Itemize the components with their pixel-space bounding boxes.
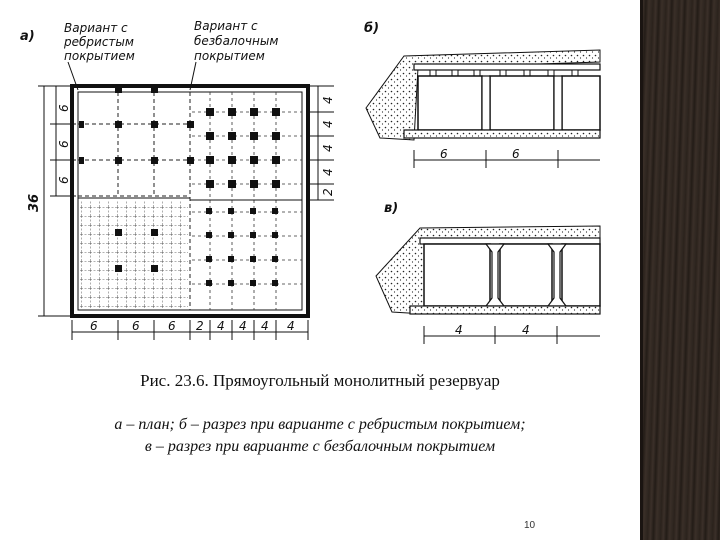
decorative-side-strip: [640, 0, 720, 540]
plan-bottom-dim-5: 4: [217, 319, 225, 333]
section-c-dim-1: 4: [455, 323, 463, 337]
caption-line-1: а – план; б – разрез при варианте с ребр…: [114, 416, 526, 433]
plan-right-dim-4: 4: [321, 168, 335, 176]
plan-bottom-dim-6: 4: [239, 319, 247, 333]
plan-right-dim-1: 4: [321, 96, 335, 104]
figure-caption-body: а – план; б – разрез при варианте с ребр…: [0, 414, 640, 458]
plan-right-dim-5: 2: [321, 188, 335, 196]
label-ribbed-line2: ребристым: [63, 35, 134, 49]
figure-drawing: а) Вариант с ребристым покрытием Вариант…: [20, 19, 601, 344]
label-flat-line3: покрытием: [194, 49, 265, 63]
panel-c-letter: в): [384, 201, 398, 216]
panel-a-letter: а): [20, 29, 35, 44]
plan-right-dim-2: 4: [321, 120, 335, 128]
plan-right-dim-3: 4: [321, 144, 335, 152]
plan-overall-dim-label: 36: [27, 194, 42, 212]
section-c: [375, 225, 601, 344]
plan-bottom-dim-1: 6: [90, 319, 98, 333]
plan-left-dim-3: 6: [57, 176, 71, 184]
caption-line-2: в – разрез при варианте с безбалочным по…: [144, 438, 496, 455]
section-c-dim-2: 4: [522, 323, 530, 337]
label-ribbed-line3: покрытием: [64, 49, 135, 63]
plan-outline: [70, 84, 310, 318]
plan-bottom-dim-8: 4: [287, 319, 295, 333]
plan-bottom-dim-3: 6: [168, 319, 176, 333]
label-ribbed-line1: Вариант с: [64, 21, 128, 35]
plan-left-dim-1: 6: [57, 104, 71, 112]
label-flat-line2: безбалочным: [194, 34, 278, 48]
plan-bottom-dimensions: [71, 320, 309, 340]
figure-caption-title: Рис. 23.6. Прямоугольный монолитный резе…: [140, 371, 500, 390]
page-number: 10: [524, 520, 536, 531]
panel-b-letter: б): [364, 21, 379, 36]
label-flat-line1: Вариант с: [194, 19, 258, 33]
ribbed-columns: [79, 87, 194, 272]
section-b-dim-2: 6: [512, 147, 520, 161]
plan-bottom-dim-7: 4: [261, 319, 269, 333]
section-b-dim-1: 6: [440, 147, 448, 161]
section-b: [365, 49, 601, 168]
flat-slab-columns: [206, 108, 280, 286]
plan-left-dim-2: 6: [57, 140, 71, 148]
plan-overall-dimension: [38, 85, 76, 317]
plan-right-dimensions: [308, 85, 334, 201]
plan-bottom-dim-4: 2: [196, 319, 204, 333]
plan-bottom-dim-2: 6: [132, 319, 140, 333]
